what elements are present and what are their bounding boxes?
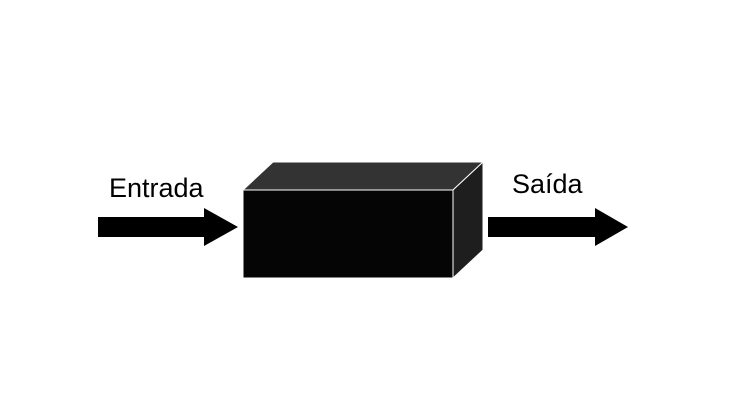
output-arrow-shape [488, 208, 628, 246]
output-arrow [488, 208, 628, 246]
black-box-top-face [241, 161, 485, 191]
black-box [241, 160, 485, 280]
input-label: Entrada [109, 173, 205, 203]
black-box-front-face [242, 189, 454, 279]
input-arrow [98, 208, 238, 246]
output-label: Saída [512, 169, 584, 199]
input-arrow-shape [98, 208, 238, 246]
